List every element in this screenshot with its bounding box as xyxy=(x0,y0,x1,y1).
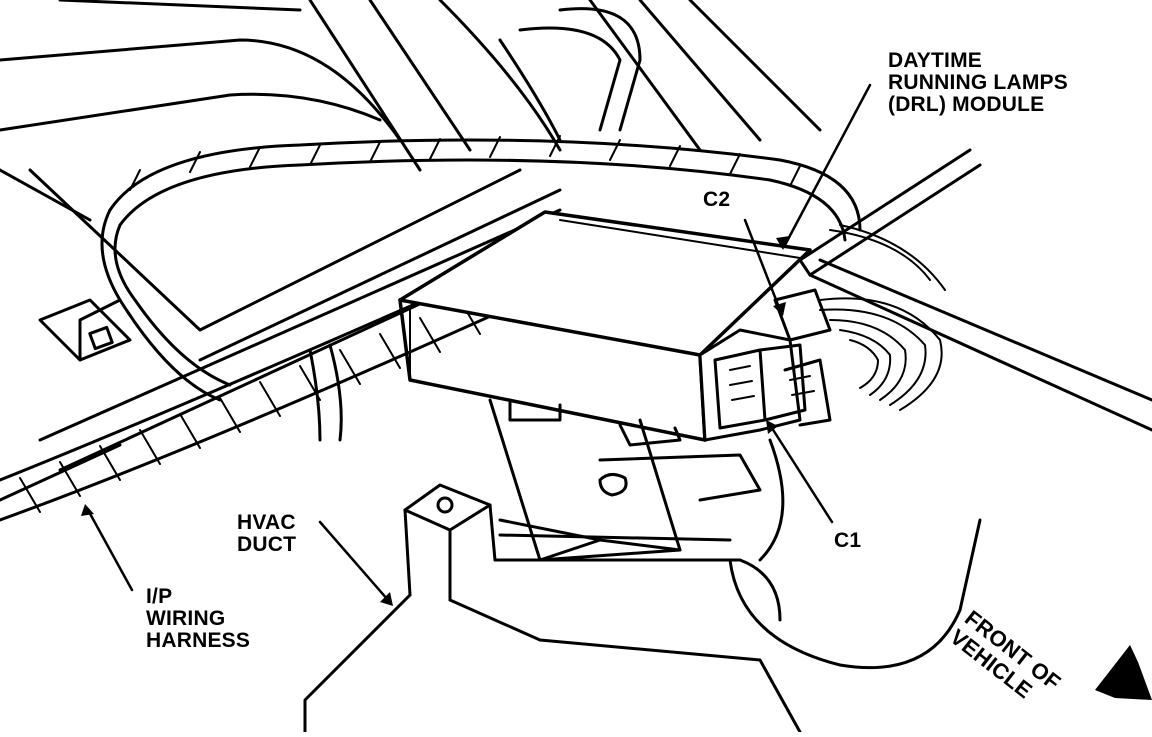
hvac-label-line2: DUCT xyxy=(237,533,297,556)
floor-contour xyxy=(728,438,982,670)
ip-wiring-harness-label: I/P WIRING HARNESS xyxy=(146,586,250,652)
c1-leader-line xyxy=(768,423,834,524)
c1-label-text: C1 xyxy=(834,529,862,552)
drl-label-line1: DAYTIME xyxy=(888,49,982,72)
hvac-arrowhead-icon xyxy=(380,592,393,606)
front-arrow-icon xyxy=(1095,645,1152,700)
c1-arrowhead-icon xyxy=(766,420,778,434)
drl-label-line2: RUNNING LAMPS xyxy=(888,71,1068,94)
support-bar xyxy=(798,148,1152,432)
hvac-duct xyxy=(303,483,802,734)
hvac-leader-line xyxy=(318,520,390,602)
drl-arrowhead-icon xyxy=(776,236,790,250)
left-connector-block xyxy=(38,298,132,362)
hvac-label-line1: HVAC xyxy=(237,511,296,534)
c1-label: C1 xyxy=(834,530,861,552)
c2-arrowhead-icon xyxy=(773,302,786,316)
c2-label-text: C2 xyxy=(703,188,731,211)
ip-label-line2: WIRING xyxy=(146,607,226,630)
mounting-bracket xyxy=(488,398,762,562)
module-connectors[interactable] xyxy=(698,288,832,442)
c2-label: C2 xyxy=(703,189,730,211)
hvac-duct-label: HVAC DUCT xyxy=(237,512,296,556)
dash-rails xyxy=(0,168,582,502)
radiating-wires xyxy=(819,224,946,411)
leader-arrowheads xyxy=(81,236,790,606)
ip-arrowhead-icon xyxy=(81,504,94,516)
c2-leader-line xyxy=(743,218,782,312)
dash-panel-lines xyxy=(0,0,822,172)
ip-label-line1: I/P xyxy=(146,585,173,608)
drl-module-label: DAYTIME RUNNING LAMPS (DRL) MODULE xyxy=(888,50,1068,116)
ip-label-line3: HARNESS xyxy=(146,629,251,652)
leader-lines xyxy=(86,83,872,602)
ip-leader-line xyxy=(86,508,134,592)
drl-leader-line xyxy=(783,83,872,247)
drl-label-line3: (DRL) MODULE xyxy=(888,93,1045,116)
